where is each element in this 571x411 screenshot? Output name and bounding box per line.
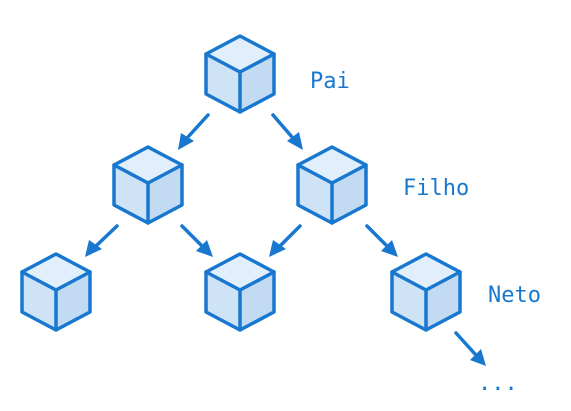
neto-2-cube <box>204 252 276 332</box>
arrow-pai-to-filho-right <box>271 113 303 150</box>
label-neto: Neto <box>488 283 541 308</box>
arrow-filho-left-to-neto-1 <box>85 224 119 257</box>
arrow-filho-right-to-neto-3 <box>365 224 398 257</box>
arrow-neto-3-to-continuation <box>454 331 486 366</box>
filho-right-cube <box>296 145 368 225</box>
label-filho: Filho <box>403 176 469 201</box>
label-continuation: ... <box>478 371 518 396</box>
arrow-filho-right-to-neto-2 <box>269 224 302 257</box>
label-pai: Pai <box>310 69 350 94</box>
arrow-pai-to-filho-left <box>178 113 210 150</box>
pai-cube <box>204 34 276 114</box>
neto-3-cube <box>390 252 462 332</box>
arrow-filho-left-to-neto-2 <box>180 224 213 257</box>
filho-left-cube <box>112 145 184 225</box>
neto-1-cube <box>20 252 92 332</box>
